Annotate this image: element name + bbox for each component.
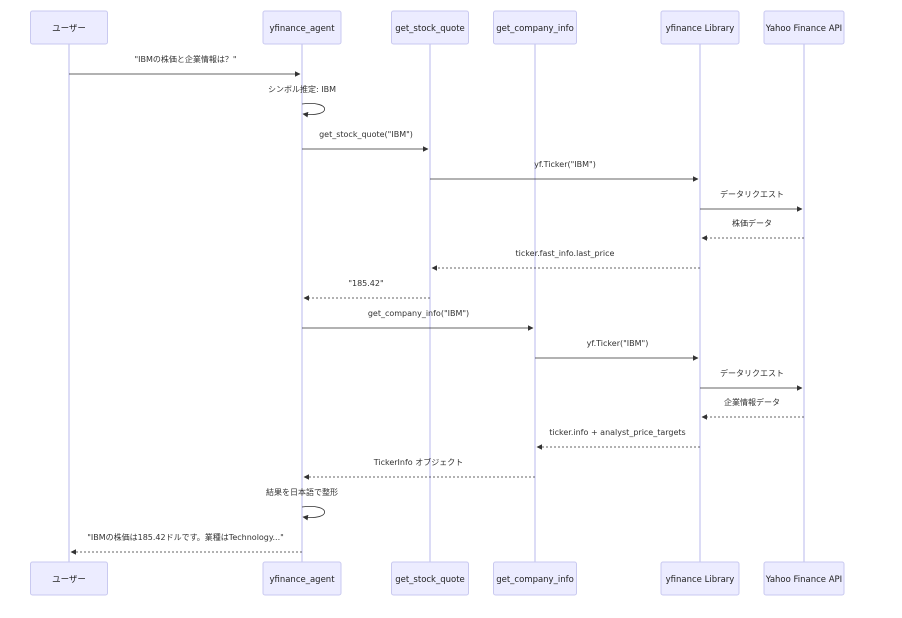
actor-box xyxy=(30,10,108,45)
actor-box xyxy=(262,10,342,45)
actor-user-bottom: ユーザー xyxy=(30,561,108,596)
message-1: "IBMの株価と企業情報は？" xyxy=(69,54,301,77)
actor-quote-bottom: get_stock_quote xyxy=(391,561,469,596)
actor-label: yfinance Library xyxy=(666,24,735,34)
actor-box xyxy=(493,561,577,596)
actor-agent-top: yfinance_agent xyxy=(262,10,342,45)
actor-box xyxy=(30,561,108,596)
message-label: 結果を日本語で整形 xyxy=(266,487,338,497)
message-2: シンボル推定: IBM xyxy=(268,84,336,118)
message-8: "185.42" xyxy=(303,279,430,301)
message-label: "IBMの株価は185.42ドルです。業種はTechnology..." xyxy=(87,532,284,542)
actor-box xyxy=(660,10,740,45)
message-label: "185.42" xyxy=(348,279,383,288)
actor-label: yfinance_agent xyxy=(269,24,335,34)
actor-box xyxy=(262,561,342,596)
message-11: データリクエスト xyxy=(700,368,803,391)
message-label: データリクエスト xyxy=(720,368,784,378)
message-label: 株価データ xyxy=(732,218,772,228)
message-14: TickerInfo オブジェクト xyxy=(303,457,535,480)
actor-box xyxy=(391,561,469,596)
actor-label: yfinance_agent xyxy=(269,575,335,585)
message-label: get_company_info("IBM") xyxy=(368,309,469,318)
actor-quote-top: get_stock_quote xyxy=(391,10,469,45)
message-label: ticker.fast_info.last_price xyxy=(516,249,615,258)
self-loop-arrow xyxy=(301,506,325,521)
actor-label: Yahoo Finance API xyxy=(765,575,842,585)
actor-box xyxy=(493,10,577,45)
actor-label: get_stock_quote xyxy=(395,24,465,34)
message-5: データリクエスト xyxy=(700,189,803,212)
actor-box xyxy=(660,561,740,596)
actor-api-bottom: Yahoo Finance API xyxy=(763,561,845,596)
actor-box xyxy=(391,10,469,45)
actor-info-top: get_company_info xyxy=(493,10,577,45)
self-loop-arrow xyxy=(301,103,325,118)
message-13: ticker.info + analyst_price_targets xyxy=(536,428,700,450)
actor-label: get_company_info xyxy=(496,24,574,34)
actor-api-top: Yahoo Finance API xyxy=(763,10,845,45)
message-label: ticker.info + analyst_price_targets xyxy=(549,428,685,437)
message-16: "IBMの株価は185.42ドルです。業種はTechnology..." xyxy=(70,532,302,555)
actor-user-top: ユーザー xyxy=(30,10,108,45)
actor-box xyxy=(763,10,845,45)
message-label: "IBMの株価と企業情報は？" xyxy=(134,54,236,64)
actor-agent-bottom: yfinance_agent xyxy=(262,561,342,596)
actor-label: Yahoo Finance API xyxy=(765,24,842,34)
actor-label: ユーザー xyxy=(52,575,86,585)
message-label: TickerInfo オブジェクト xyxy=(373,457,464,467)
actor-box xyxy=(763,561,845,596)
message-label: データリクエスト xyxy=(720,189,784,199)
actor-label: yfinance Library xyxy=(666,575,735,585)
message-label: 企業情報データ xyxy=(724,397,780,407)
message-label: シンボル推定: IBM xyxy=(268,84,336,94)
message-6: 株価データ xyxy=(701,218,804,241)
message-10: yf.Ticker("IBM") xyxy=(535,339,699,361)
actor-lib-bottom: yfinance Library xyxy=(660,561,740,596)
actor-label: get_stock_quote xyxy=(395,575,465,585)
actor-info-bottom: get_company_info xyxy=(493,561,577,596)
message-7: ticker.fast_info.last_price xyxy=(431,249,700,271)
message-label: get_stock_quote("IBM") xyxy=(319,130,413,139)
message-label: yf.Ticker("IBM") xyxy=(534,160,596,169)
actor-label: ユーザー xyxy=(52,24,86,34)
message-label: yf.Ticker("IBM") xyxy=(587,339,649,348)
message-12: 企業情報データ xyxy=(701,397,804,420)
actor-label: get_company_info xyxy=(496,575,574,585)
message-9: get_company_info("IBM") xyxy=(302,309,534,331)
message-15: 結果を日本語で整形 xyxy=(266,487,338,521)
actor-lib-top: yfinance Library xyxy=(660,10,740,45)
message-3: get_stock_quote("IBM") xyxy=(302,130,429,152)
message-4: yf.Ticker("IBM") xyxy=(430,160,699,182)
